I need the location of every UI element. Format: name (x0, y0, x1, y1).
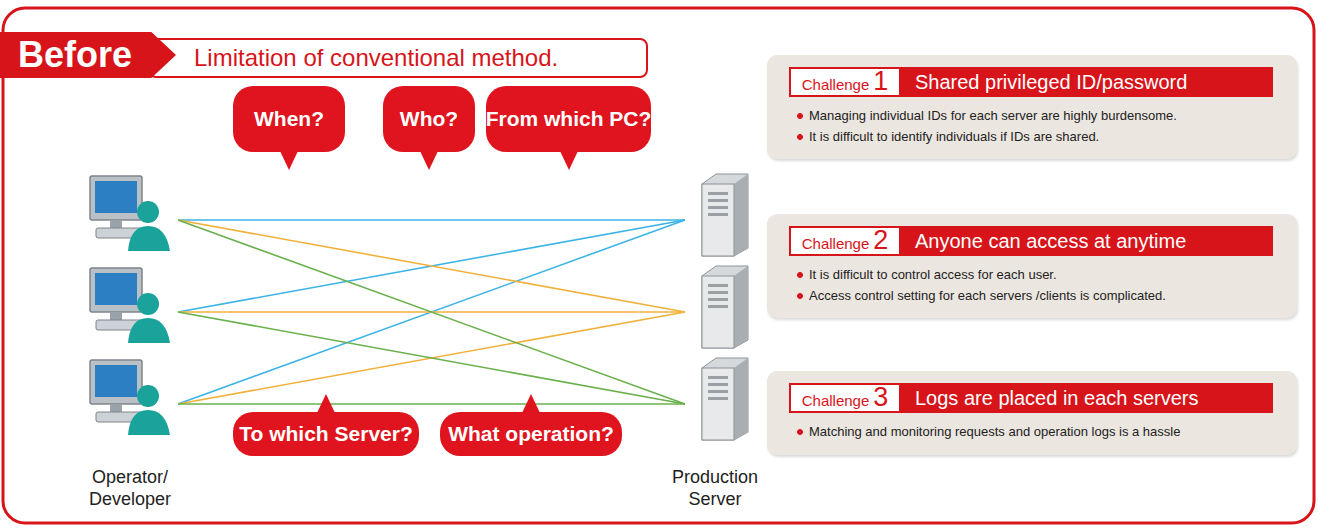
challenge-tag: Challenge3 (789, 383, 901, 413)
pc-icon (90, 360, 170, 435)
bullet-text: Access control setting for each servers … (797, 285, 1281, 306)
link-line (178, 220, 685, 404)
challenge-tag: Challenge1 (789, 67, 901, 97)
node-text: 3 (873, 385, 888, 409)
bullet-text: It is difficult to control access for ea… (797, 264, 1281, 285)
server-icon (702, 358, 748, 440)
challenge-box: It is difficult to control access for ea… (767, 214, 1297, 318)
challenge-title: Shared privileged ID/password (901, 67, 1273, 97)
bullet-text: It is difficult to identify individuals … (797, 126, 1281, 147)
node-text: To which Server? (239, 422, 413, 446)
server-icon (702, 266, 748, 348)
server-icon (702, 174, 748, 256)
icon-label: Operator/ Developer (70, 466, 190, 510)
node-text: Shared privileged ID/password (915, 71, 1187, 94)
pc-icon (90, 176, 170, 251)
link-line (178, 312, 685, 404)
question-bubble: To which Server? (233, 412, 419, 456)
node-text: Who? (400, 107, 458, 131)
node-text: When? (254, 107, 324, 131)
node-text: Limitation of conventional method. (194, 44, 558, 72)
panel-border (3, 8, 1314, 523)
bullet-text: Matching and monitoring requests and ope… (797, 421, 1281, 442)
challenge-title: Logs are placed in each servers (901, 383, 1273, 413)
challenge-title: Anyone can access at anytime (901, 226, 1273, 256)
link-line (178, 219, 685, 221)
node-text: From which PC? (486, 107, 652, 131)
node-text: Challenge (802, 76, 870, 93)
question-bubble: What operation? (440, 412, 622, 456)
node-text: Challenge (802, 235, 870, 252)
link-line (178, 403, 685, 405)
question-bubble: When? (233, 86, 345, 152)
node-text: Challenge (802, 392, 870, 409)
node-text: Logs are placed in each servers (915, 387, 1199, 410)
node-text: What operation? (448, 422, 614, 446)
node-text: Anyone can access at anytime (915, 230, 1186, 253)
node-text: Before (18, 34, 132, 76)
link-line (178, 220, 685, 312)
node-text: 2 (873, 228, 888, 252)
link-line (178, 220, 685, 312)
heading-banner: Limitation of conventional method. (148, 38, 648, 78)
node-text: 1 (873, 69, 888, 93)
link-line (178, 220, 685, 404)
pc-icon (90, 268, 170, 343)
challenge-box: Managing individual IDs for each server … (767, 55, 1297, 159)
icon-label: Production Server (660, 466, 770, 510)
question-bubble: From which PC? (486, 86, 651, 152)
challenge-tag: Challenge2 (789, 226, 901, 256)
before-tab: Before (0, 32, 176, 78)
bullet-text: Managing individual IDs for each server … (797, 105, 1281, 126)
challenge-box: Matching and monitoring requests and ope… (767, 371, 1297, 455)
link-line (178, 312, 685, 404)
question-bubble: Who? (383, 86, 475, 152)
